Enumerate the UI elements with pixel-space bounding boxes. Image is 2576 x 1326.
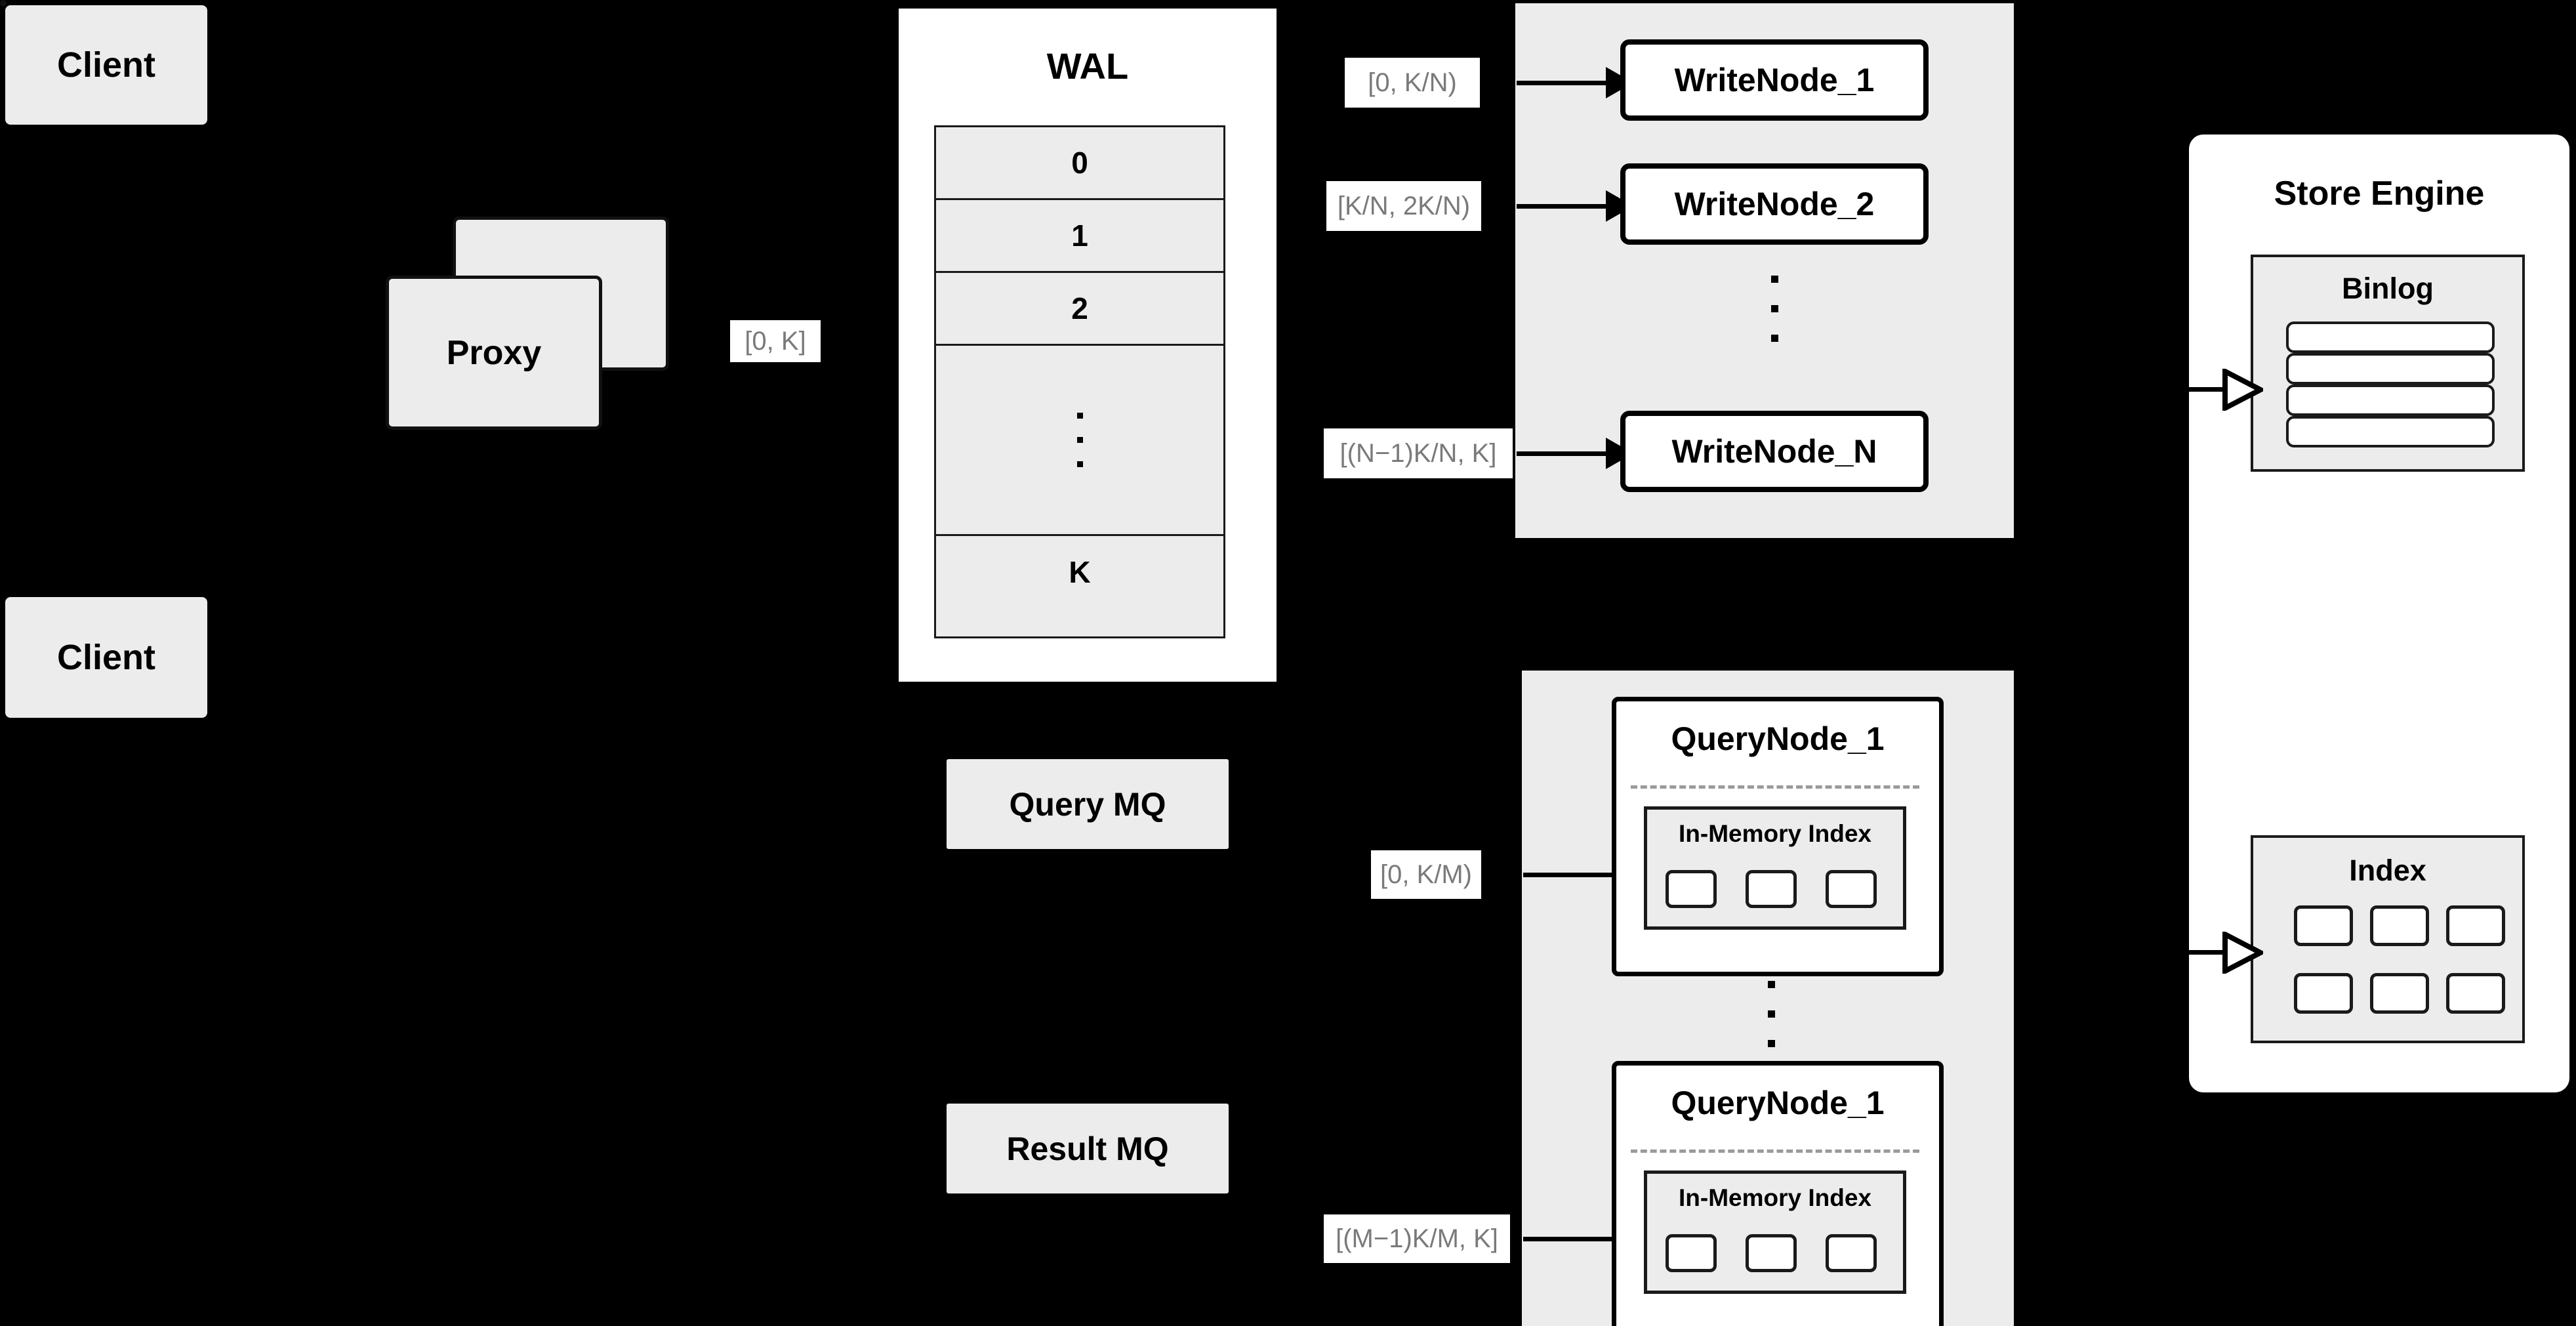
wal-title: WAL — [1046, 45, 1129, 87]
ellipsis-dot — [1768, 981, 1775, 988]
binlog-entry[interactable] — [2286, 353, 2495, 384]
write-cluster-ellipsis — [1771, 276, 1778, 342]
query-node-2[interactable]: QueryNode_1 In-Memory Index — [1612, 1061, 1944, 1326]
client-node-2-label: Client — [56, 638, 155, 677]
wal-row-2: 2 — [936, 273, 1223, 346]
store-engine-panel: Store Engine Binlog Index — [2189, 135, 2569, 1092]
binlog-title: Binlog — [2342, 272, 2434, 305]
index-panel: Index — [2251, 835, 2525, 1043]
index-cell[interactable] — [2294, 973, 2353, 1014]
write-arrow-line-3 — [1517, 451, 1608, 456]
query-mq-node[interactable]: Query MQ — [947, 759, 1229, 849]
write-range-label-3: [(N−1)K/N, K] — [1324, 428, 1513, 478]
query-node-1-divider — [1631, 785, 1919, 789]
ellipsis-dot — [1076, 413, 1083, 419]
index-inbound-arrow-line — [2189, 950, 2225, 955]
wal-row-1: 1 — [936, 200, 1223, 273]
query-node-1-label: QueryNode_1 — [1671, 720, 1885, 757]
query-cluster-ellipsis — [1768, 981, 1775, 1047]
write-arrow-line-1 — [1517, 81, 1608, 85]
index-title: Index — [2349, 854, 2426, 887]
ellipsis-dot — [1076, 437, 1083, 443]
query-node-2-label: QueryNode_1 — [1671, 1085, 1885, 1121]
index-cell[interactable] — [2370, 905, 2429, 946]
ellipsis-dot — [1768, 1010, 1775, 1018]
write-range-label-2: [K/N, 2K/N) — [1326, 181, 1481, 231]
ellipsis-dot — [1771, 276, 1778, 283]
binlog-entry[interactable] — [2286, 416, 2495, 447]
index-cell[interactable] — [2370, 973, 2429, 1014]
write-range-label-1: [0, K/N) — [1345, 58, 1480, 108]
write-node-2[interactable]: WriteNode_2 — [1620, 163, 1929, 245]
ellipsis-dot — [1076, 461, 1083, 467]
ellipsis-dot — [1768, 1040, 1775, 1047]
client-node-2[interactable]: Client — [5, 597, 207, 718]
query-range-label-2: [(M−1)K/M, K] — [1324, 1214, 1510, 1263]
binlog-panel: Binlog — [2251, 255, 2525, 472]
proxy-card-middle — [0, 0, 7, 7]
proxy-output-range-label: [0, K] — [730, 320, 821, 362]
index-segment-chip[interactable] — [1746, 1234, 1797, 1272]
query-node-2-inmemory-index: In-Memory Index — [1644, 1171, 1906, 1294]
proxy-card-front[interactable]: Proxy — [386, 276, 602, 430]
binlog-inbound-arrow-head — [2222, 369, 2263, 411]
query-node-1-inmemory-index: In-Memory Index — [1644, 806, 1906, 930]
inmemory-index-title: In-Memory Index — [1679, 1184, 1871, 1211]
index-cell[interactable] — [2294, 905, 2353, 946]
index-cell[interactable] — [2446, 905, 2505, 946]
wal-row-ellipsis — [936, 346, 1223, 536]
query-arrow-line-1 — [1523, 873, 1615, 877]
binlog-entry[interactable] — [2286, 321, 2495, 353]
store-engine-title: Store Engine — [2274, 175, 2485, 213]
ellipsis-dot — [1771, 305, 1778, 312]
wal-panel: WAL 0 1 2 K — [894, 4, 1281, 686]
client-node-1-label: Client — [56, 45, 155, 85]
wal-table: 0 1 2 K — [934, 125, 1225, 638]
index-segment-chip[interactable] — [1746, 870, 1797, 908]
client-node-1[interactable]: Client — [5, 5, 207, 125]
query-node-1[interactable]: QueryNode_1 In-Memory Index — [1612, 697, 1944, 976]
binlog-inbound-arrow-line — [2189, 387, 2225, 392]
index-segment-chip[interactable] — [1826, 870, 1877, 908]
index-segment-chip[interactable] — [1666, 1234, 1717, 1272]
binlog-entry[interactable] — [2286, 384, 2495, 416]
index-segment-chip[interactable] — [1826, 1234, 1877, 1272]
index-inbound-arrow-head — [2222, 932, 2263, 974]
query-range-label-1: [0, K/M) — [1371, 850, 1481, 899]
query-mq-label: Query MQ — [1009, 785, 1166, 823]
wal-row-k: K — [1069, 555, 1091, 589]
result-mq-label: Result MQ — [1006, 1130, 1169, 1167]
ellipsis-dot — [1771, 335, 1778, 342]
wal-row-0: 0 — [936, 127, 1223, 200]
query-arrow-line-2 — [1523, 1237, 1615, 1241]
write-arrow-line-2 — [1517, 204, 1608, 209]
index-segment-chip[interactable] — [1666, 870, 1717, 908]
index-cell[interactable] — [2446, 973, 2505, 1014]
inmemory-index-title: In-Memory Index — [1679, 820, 1871, 847]
proxy-label: Proxy — [446, 333, 542, 372]
query-node-2-divider — [1631, 1150, 1919, 1153]
write-node-n[interactable]: WriteNode_N — [1620, 411, 1929, 492]
write-node-1[interactable]: WriteNode_1 — [1620, 39, 1929, 121]
result-mq-node[interactable]: Result MQ — [947, 1104, 1229, 1193]
